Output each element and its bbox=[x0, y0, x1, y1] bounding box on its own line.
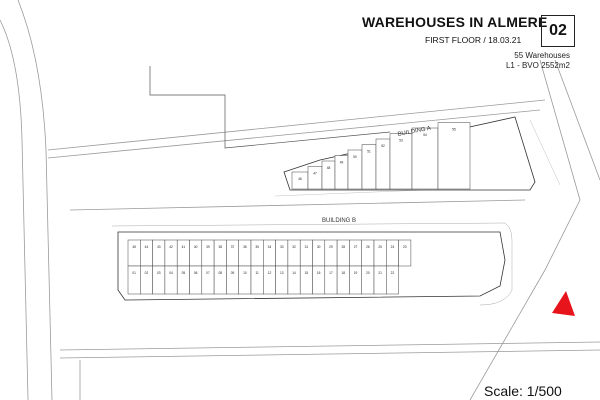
unit-54-cell bbox=[411, 127, 439, 190]
unit-25-cell bbox=[373, 239, 387, 267]
unit-45-cell bbox=[127, 239, 141, 267]
unit-05-label: 05 bbox=[182, 271, 186, 275]
unit-51-label: 51 bbox=[367, 150, 371, 154]
unit-23-cell bbox=[398, 239, 412, 267]
unit-08-label: 08 bbox=[218, 271, 222, 275]
unit-25-label: 25 bbox=[378, 245, 382, 249]
unit-34-cell bbox=[263, 239, 276, 267]
unit-40-cell bbox=[189, 239, 203, 267]
unit-29-cell bbox=[324, 239, 338, 267]
unit-43-cell bbox=[152, 239, 166, 267]
unit-35-label: 35 bbox=[255, 245, 259, 249]
unit-10-label: 10 bbox=[243, 271, 247, 275]
unit-30-cell bbox=[312, 239, 326, 267]
unit-34-label: 34 bbox=[268, 245, 272, 249]
unit-24-cell bbox=[386, 239, 399, 267]
unit-28-label: 28 bbox=[341, 245, 345, 249]
unit-47-label: 47 bbox=[313, 172, 317, 176]
unit-31-label: 31 bbox=[305, 245, 309, 249]
unit-48-label: 48 bbox=[327, 166, 331, 170]
unit-02-label: 02 bbox=[145, 271, 149, 275]
unit-44-cell bbox=[140, 239, 153, 267]
unit-41-label: 41 bbox=[182, 245, 186, 249]
unit-28-cell bbox=[336, 239, 350, 267]
unit-04-label: 04 bbox=[169, 271, 173, 275]
unit-46-label: 46 bbox=[298, 177, 302, 181]
unit-47-cell bbox=[307, 166, 323, 190]
unit-21-label: 21 bbox=[378, 271, 382, 275]
unit-27-label: 27 bbox=[354, 245, 358, 249]
unit-07-label: 07 bbox=[206, 271, 210, 275]
unit-19-label: 19 bbox=[354, 271, 358, 275]
unit-42-label: 42 bbox=[169, 245, 173, 249]
unit-52-label: 52 bbox=[381, 144, 385, 148]
unit-41-cell bbox=[176, 239, 190, 267]
unit-37-label: 37 bbox=[231, 245, 235, 249]
unit-15-label: 15 bbox=[305, 271, 309, 275]
unit-55-label: 55 bbox=[452, 128, 456, 132]
existing-building-outline bbox=[149, 66, 391, 149]
unit-22-label: 22 bbox=[391, 271, 395, 275]
unit-22-cell bbox=[386, 265, 399, 295]
unit-33-label: 33 bbox=[280, 245, 284, 249]
unit-37-cell bbox=[226, 239, 239, 267]
unit-01-label: 01 bbox=[132, 271, 136, 275]
unit-33-cell bbox=[275, 239, 289, 267]
unit-06-label: 06 bbox=[194, 271, 198, 275]
unit-24-label: 24 bbox=[391, 245, 395, 249]
unit-36-cell bbox=[238, 239, 252, 267]
unit-40-label: 40 bbox=[194, 245, 198, 249]
unit-31-cell bbox=[299, 239, 313, 267]
unit-20-label: 20 bbox=[366, 271, 370, 275]
unit-43-label: 43 bbox=[157, 245, 161, 249]
unit-12-label: 12 bbox=[268, 271, 272, 275]
unit-35-cell bbox=[250, 239, 264, 267]
scale-label: Scale: 1/500 bbox=[484, 383, 562, 399]
unit-09-label: 09 bbox=[231, 271, 235, 275]
unit-54-label: 54 bbox=[423, 133, 427, 137]
unit-44-label: 44 bbox=[145, 245, 149, 249]
unit-23-label: 23 bbox=[403, 245, 407, 249]
unit-32-label: 32 bbox=[292, 245, 296, 249]
unit-38-cell bbox=[213, 239, 227, 267]
north-arrow-icon bbox=[552, 291, 575, 316]
unit-45-label: 45 bbox=[132, 245, 136, 249]
unit-27-cell bbox=[349, 239, 362, 267]
unit-49-label: 49 bbox=[340, 161, 344, 165]
page-subtitle: FIRST FLOOR / 18.03.21 bbox=[425, 35, 522, 45]
unit-38-label: 38 bbox=[218, 245, 222, 249]
page-title: WAREHOUSES IN ALMERE bbox=[362, 14, 548, 30]
unit-17-label: 17 bbox=[329, 271, 333, 275]
unit-53-label: 53 bbox=[399, 139, 403, 143]
unit-03-label: 03 bbox=[157, 271, 161, 275]
unit-55-cell bbox=[437, 122, 471, 190]
unit-13-label: 13 bbox=[280, 271, 284, 275]
unit-29-label: 29 bbox=[329, 245, 333, 249]
unit-50-label: 50 bbox=[353, 155, 357, 159]
warehouse-count: 55 Warehouses bbox=[514, 51, 570, 60]
floor-area: L1 - BVO 2552m2 bbox=[505, 61, 570, 70]
unit-16-label: 16 bbox=[317, 271, 321, 275]
unit-32-cell bbox=[287, 239, 301, 267]
building-b: 45 44 43 42 41 40 39 38 37 36 35 34 33 32 31 30 29 28 27 26… bbox=[111, 218, 513, 306]
unit-39-cell bbox=[201, 239, 215, 267]
unit-30-label: 30 bbox=[317, 245, 321, 249]
unit-39-label: 39 bbox=[206, 245, 210, 249]
unit-18-label: 18 bbox=[341, 271, 345, 275]
unit-42-cell bbox=[164, 239, 178, 267]
unit-36-label: 36 bbox=[243, 245, 247, 249]
unit-26-label: 26 bbox=[366, 245, 370, 249]
unit-11-label: 11 bbox=[255, 271, 259, 275]
building-b-label: BUILDING B bbox=[322, 218, 356, 224]
page-number-badge: 02 bbox=[541, 15, 575, 47]
unit-26-cell bbox=[361, 239, 375, 267]
unit-14-label: 14 bbox=[292, 271, 296, 275]
